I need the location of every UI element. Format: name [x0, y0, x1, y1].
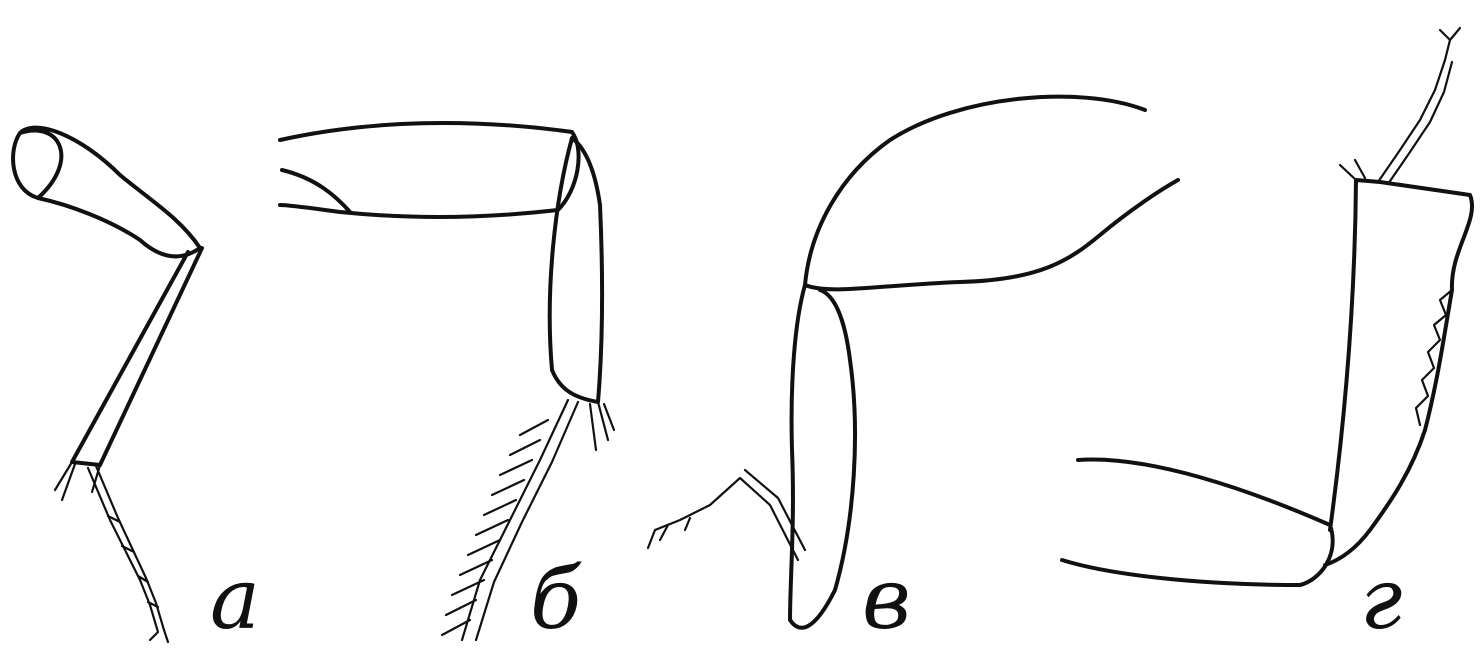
panel-v-leg	[648, 97, 1178, 628]
panel-g-tarsus	[1340, 28, 1460, 184]
panel-g-label: г	[1360, 550, 1402, 648]
panel-a-leg	[13, 128, 202, 642]
panel-v-femur	[805, 97, 1178, 290]
panel-g-leg	[1062, 28, 1472, 585]
panel-a-tibia	[72, 248, 202, 465]
panel-g-tibia	[1325, 180, 1472, 565]
panel-b-femur	[280, 123, 579, 217]
panel-a-tarsus	[88, 466, 168, 642]
panel-b-hairs	[442, 402, 614, 635]
panel-a-label: а	[210, 550, 260, 648]
panel-v-label: в	[862, 550, 911, 648]
panel-g-femur	[1062, 460, 1333, 585]
panel-b-label: б	[530, 550, 582, 648]
panel-a-femur	[13, 128, 200, 257]
panel-a-coxa	[20, 130, 61, 198]
panel-v-tarsus	[648, 470, 805, 560]
panel-v-tibia	[790, 285, 855, 628]
